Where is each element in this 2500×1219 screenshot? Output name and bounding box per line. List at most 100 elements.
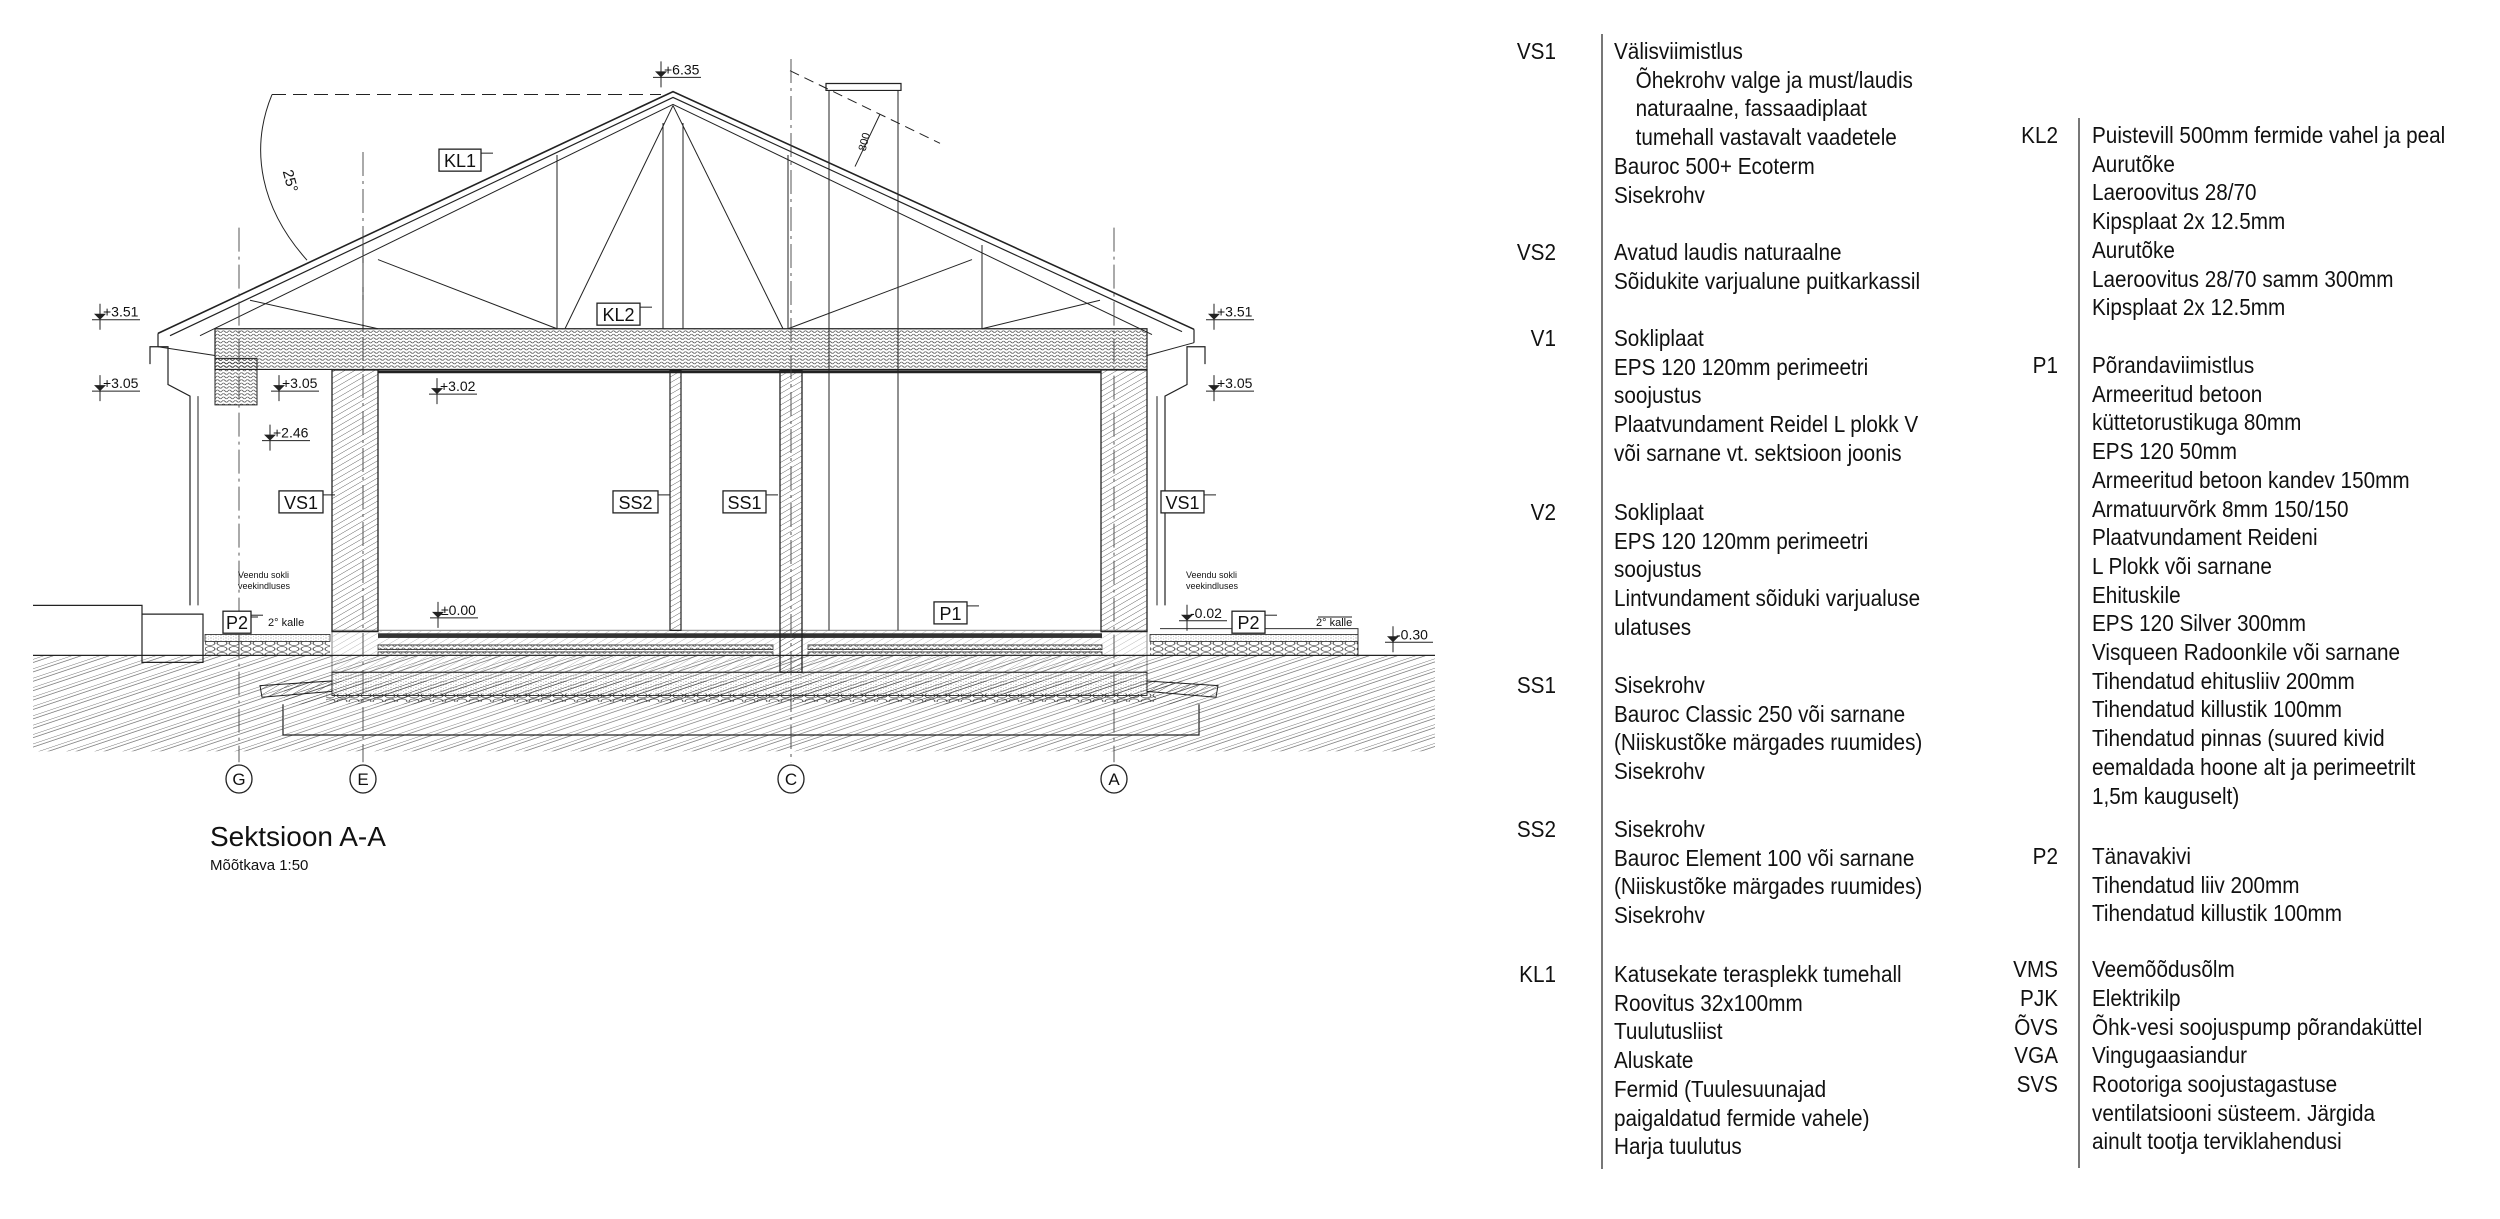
foundation-slab (260, 630, 1218, 702)
paving (33, 605, 1358, 662)
legend-line: soojustus (1614, 382, 1702, 409)
section-title: Sektsioon A-A (210, 821, 386, 852)
legend-line: EPS 120 50mm (2092, 438, 2237, 465)
legend-line: Harja tuulutus (1614, 1133, 1742, 1160)
tag-label: SS1 (727, 493, 761, 513)
legend-line: Tihendatud liiv 200mm (2092, 871, 2300, 898)
elevation-marker: ±0.00 (430, 601, 478, 628)
legend-code: SVS (2016, 1071, 2058, 1097)
legend-code: PJK (2020, 985, 2058, 1011)
legend-line: või sarnane vt. sektsioon joonis (1614, 439, 1902, 466)
legend-line: Bauroc Element 100 või sarnane (1614, 844, 1915, 871)
tag-kl2: KL2 (596, 302, 652, 326)
legend-line: eemaldada hoone alt ja perimeetrilt (2092, 753, 2416, 780)
slope-note-left: 2° kalle (268, 617, 304, 629)
legend-line: Armatuurvõrk 8mm 150/150 (2092, 495, 2349, 522)
walls (215, 358, 1147, 672)
legend-code: VMS (2013, 956, 2058, 982)
legend-line: Aurutõke (2092, 150, 2175, 177)
legend-line: Õhekrohv valge ja must/laudis (1635, 66, 1913, 93)
elevation-label: +6.35 (664, 61, 700, 77)
tag-vs1-left: VS1 (278, 490, 335, 514)
tag-p1: P1 (933, 601, 979, 625)
legend-divider (2078, 118, 2080, 1168)
elevation-marker: +3.02 (429, 378, 477, 405)
tag-ss1: SS1 (722, 490, 778, 514)
legend-line: naturaalne, fassaadiplaat (1635, 95, 1867, 122)
elevation-label: +3.05 (1217, 375, 1253, 391)
legend-line: Õhk-vesi soojuspump põrandaküttel (2092, 1014, 2423, 1040)
legend-line: Plaatvundament Reideni (2092, 524, 2318, 551)
tag-label: P2 (226, 613, 248, 633)
legend-line: tumehall vastavalt vaadetele (1635, 124, 1897, 151)
legend-line: (Niiskustõke märgades ruumides) (1614, 873, 1923, 900)
tag-label: P2 (1237, 613, 1259, 633)
legend-line: Elektrikilp (2092, 985, 2181, 1011)
grid-axis-a: A (1100, 764, 1128, 794)
chimney-dimension: 800 (857, 132, 873, 153)
waterproof-note-left-2: veekindluses (238, 581, 291, 591)
legend-line: Sisekrohv (1614, 902, 1705, 929)
ceiling-insulation (215, 329, 1147, 370)
grid-axis-label: E (357, 770, 368, 789)
legend-code: V1 (1530, 325, 1556, 351)
legend-line: Kipsplaat 2x 12.5mm (2092, 294, 2286, 321)
grid-axis-label: A (1108, 770, 1120, 789)
legend-line: soojustus (1614, 556, 1702, 583)
legend-code: P1 (2032, 352, 2058, 378)
grid-axis-g: G (225, 764, 253, 794)
legend-line: ulatuses (1614, 613, 1692, 640)
elevation-label: +3.05 (282, 375, 318, 391)
legend-line: Põrandaviimistlus (2092, 352, 2255, 378)
elevation-marker: +6.35 (653, 61, 701, 88)
legend-line: küttetorustikuga 80mm (2092, 409, 2302, 436)
elevation-label: +3.51 (103, 304, 139, 320)
grid-axis-e: E (349, 764, 377, 794)
tag-vs1-right: VS1 (1160, 490, 1216, 514)
legend-line: Plaatvundament Reidel L plokk V (1614, 411, 1919, 438)
tag-p2-right: P2 (1231, 610, 1277, 634)
legend-line: Sisekrohv (1614, 672, 1705, 698)
elevation-label: -0.02 (1190, 605, 1222, 621)
grid-axis-label: G (232, 770, 245, 789)
legend-line: EPS 120 120mm perimeetri (1614, 527, 1869, 554)
legend-line: Vingugaasiandur (2092, 1042, 2248, 1068)
grid-axis-label: C (785, 770, 797, 789)
legend-code: V2 (1530, 499, 1556, 525)
elevation-label: +3.05 (103, 375, 139, 391)
legend-line: Tänavakivi (2092, 843, 2191, 869)
tag-p2-left: P2 (222, 610, 263, 634)
legend-line: Lintvundament sõiduki varjualuse (1614, 585, 1921, 612)
legend-code: P2 (2032, 843, 2058, 869)
tag-label: KL2 (602, 305, 634, 325)
legend-line: Armeeritud betoon kandev 150mm (2092, 466, 2410, 493)
tag-label: VS1 (1165, 493, 1199, 513)
legend-line: paigaldatud fermide vahele) (1614, 1104, 1870, 1131)
legend-line: ventilatsiooni süsteem. Järgida (2092, 1099, 2376, 1126)
legend-line: Veemõõdusõlm (2092, 956, 2235, 982)
legend-code: VGA (2014, 1042, 2058, 1068)
grid-axis-c: C (777, 764, 805, 794)
legend-line: Tihendatud pinnas (suured kivid (2092, 725, 2385, 752)
legend-line: Sokliplaat (1614, 499, 1704, 525)
legend-line: Armeeritud betoon (2092, 380, 2263, 407)
legend-line: Bauroc Classic 250 või sarnane (1614, 700, 1906, 727)
legend-line: Bauroc 500+ Ecoterm (1614, 152, 1815, 179)
legend-line: L Plokk või sarnane (2092, 552, 2272, 579)
legend-line: Laeroovitus 28/70 samm 300mm (2092, 265, 2394, 292)
tag-ss2: SS2 (612, 490, 670, 514)
roof-angle-label: 25° (279, 168, 301, 194)
legend-line: Tihendatud ehitusliiv 200mm (2092, 667, 2355, 694)
legend-line: Ehituskile (2092, 581, 2181, 608)
tag-label: KL1 (444, 151, 476, 171)
legend-line: 1,5m kauguselt) (2092, 782, 2240, 809)
legend-line: Sokliplaat (1614, 325, 1704, 351)
waterproof-note-right-1: Veendu sokli (1186, 570, 1237, 580)
tag-label: SS2 (618, 493, 652, 513)
elevation-marker: +3.05 (92, 375, 140, 402)
elevation-label: -0.30 (1396, 626, 1428, 642)
legend-code: SS1 (1516, 672, 1556, 698)
legend-code: KL1 (1519, 961, 1556, 987)
grid-lines (239, 59, 1114, 762)
